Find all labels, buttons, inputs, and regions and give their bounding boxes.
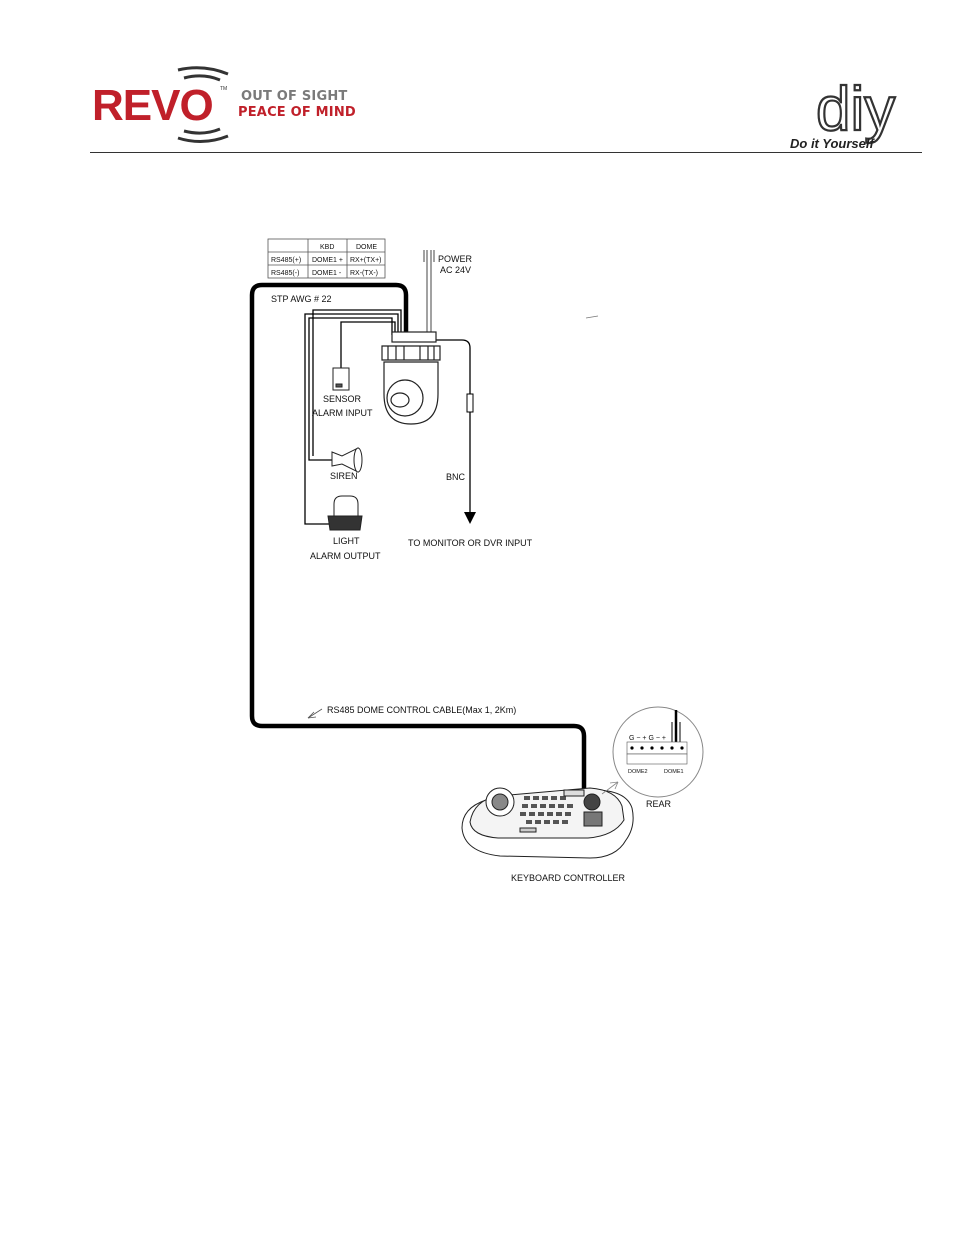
power-voltage-label: AC 24V — [440, 265, 471, 275]
connection-table: KBD DOME RS485(+) DOME1 + RX+(TX+) RS485… — [268, 239, 385, 278]
arrow-down-icon — [464, 512, 476, 524]
table-cell: RS485(+) — [271, 257, 301, 264]
cable-pointer-icon — [308, 709, 322, 718]
bnc-label: BNC — [446, 472, 466, 482]
power-cable — [424, 250, 434, 332]
siren-icon — [332, 448, 362, 472]
table-header-kbd: KBD — [320, 244, 334, 251]
table-cell: DOME1 - — [312, 270, 342, 277]
keyboard-controller-label: KEYBOARD CONTROLLER — [511, 873, 626, 883]
alarm-output-label: ALARM OUTPUT — [310, 551, 381, 561]
table-header-dome: DOME — [356, 244, 377, 251]
table-cell: DOME1 + — [312, 257, 343, 264]
bnc-cable — [436, 340, 476, 524]
dome-camera-icon — [382, 332, 440, 424]
table-cell: RS485(-) — [271, 270, 299, 277]
keyboard-controller-icon — [462, 788, 633, 858]
alarm-input-label: ALARM INPUT — [312, 408, 373, 418]
rear-label: REAR — [646, 799, 672, 809]
table-cell: RX+(TX+) — [350, 257, 382, 264]
terminal-pin-labels: G − + G − + — [629, 735, 666, 742]
dash-mark — [586, 316, 598, 318]
sensor-label: SENSOR — [323, 394, 362, 404]
table-cell: RX-(TX-) — [350, 270, 378, 277]
power-label: POWER — [438, 254, 473, 264]
monitor-label: TO MONITOR OR DVR INPUT — [408, 538, 533, 548]
stp-label: STP AWG # 22 — [271, 294, 332, 304]
dome2-label: DOME2 — [628, 769, 648, 775]
light-label: LIGHT — [333, 536, 360, 546]
light-icon — [328, 496, 362, 530]
rear-terminal-callout: G − + G − + DOME2 DOME1 — [602, 707, 703, 797]
sensor-icon — [333, 368, 349, 390]
rs485-cable-label: RS485 DOME CONTROL CABLE(Max 1, 2Km) — [327, 705, 516, 715]
dome1-label: DOME1 — [664, 769, 684, 775]
siren-label: SIREN — [330, 471, 358, 481]
